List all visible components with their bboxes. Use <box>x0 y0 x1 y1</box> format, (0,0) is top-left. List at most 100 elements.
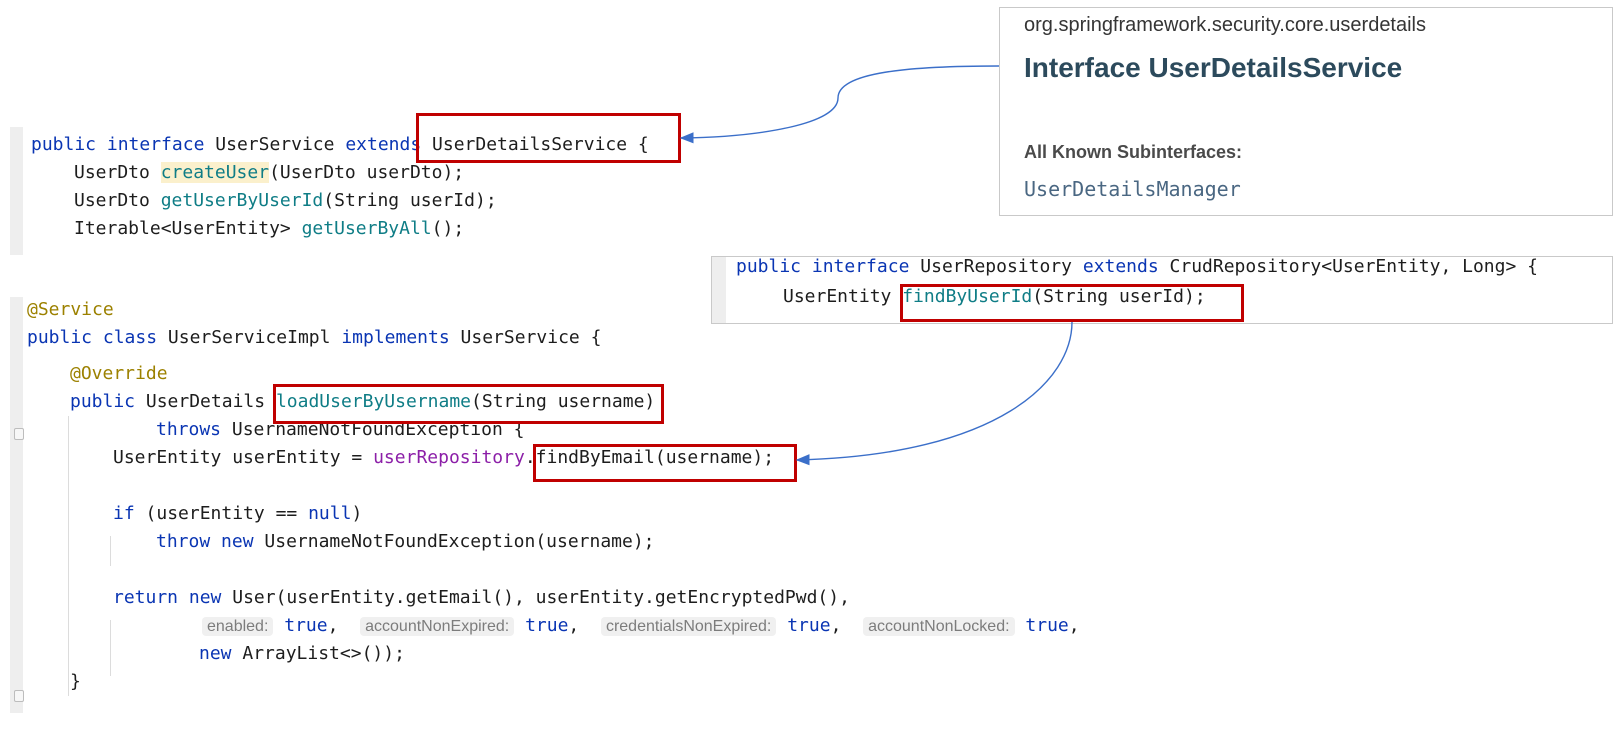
keyword: extends <box>1082 256 1159 277</box>
keyword: public <box>70 391 136 412</box>
boolean-literal: true <box>525 615 569 636</box>
service-impl-code: @Service public class UserServiceImpl im… <box>27 296 1080 692</box>
exception-type: UsernameNotFoundException { <box>231 419 525 440</box>
keyword: implements <box>341 327 450 348</box>
annotation: @Service <box>27 299 114 320</box>
arrow-to-findbyemail <box>795 321 1073 466</box>
code-text: , <box>830 615 842 636</box>
parent-interface[interactable]: CrudRepository<UserEntity, Long> { <box>1169 256 1538 277</box>
code-text: ) <box>351 503 363 524</box>
keyword: public <box>31 134 97 155</box>
highlight-box-loaduserbyusername <box>273 384 664 424</box>
return-type: UserEntity <box>783 286 892 307</box>
keyword: extends <box>345 134 422 155</box>
fold-marker-icon[interactable] <box>14 690 24 702</box>
code-line: public interface UserService extends Use… <box>31 131 649 159</box>
interface-name: UserService <box>215 134 335 155</box>
highlight-box-findbyemail <box>533 444 797 482</box>
boolean-literal: true <box>1025 615 1069 636</box>
fold-marker-icon[interactable] <box>14 428 24 440</box>
method-call[interactable]: findByEmail(username); <box>535 447 775 468</box>
interface-name: UserRepository <box>920 256 1072 277</box>
subinterface-link[interactable]: UserDetailsManager <box>1024 177 1241 201</box>
keyword: interface <box>811 256 910 277</box>
class-name: UserServiceImpl <box>167 327 331 348</box>
parent-interface[interactable]: UserDetailsService { <box>432 134 649 155</box>
code-text: (userEntity == <box>134 503 309 524</box>
keyword: if <box>113 503 135 524</box>
code-line: if (userEntity == null) <box>113 500 362 528</box>
method-params: (UserDto userDto); <box>269 162 465 183</box>
editor-gutter-top <box>10 127 23 255</box>
highlight-box-userdetailsservice <box>416 113 681 163</box>
return-type: UserDto <box>74 190 150 211</box>
code-line: public class UserServiceImpl implements … <box>27 324 601 352</box>
method-params: (); <box>431 218 465 239</box>
repository-code: public interface UserRepository extends … <box>736 253 1538 365</box>
field-reference[interactable]: userRepository <box>373 447 525 468</box>
code-line: @Override <box>70 360 168 388</box>
code-text: UserEntity userEntity = <box>113 447 374 468</box>
repository-panel: public interface UserRepository extends … <box>711 256 1613 324</box>
code-text: User(userEntity.getEmail(), userEntity.g… <box>232 587 850 608</box>
editor-gutter <box>712 257 726 323</box>
boolean-literal: true <box>787 615 831 636</box>
keyword: class <box>102 327 158 348</box>
code-text: UsernameNotFoundException(username); <box>264 531 655 552</box>
method-params: (String userId); <box>1032 286 1206 307</box>
code-line: public UserDetails loadUserByUsername(St… <box>70 388 655 416</box>
code-line: new ArrayList<>()); <box>199 640 405 668</box>
code-line: enabled: true, accountNonExpired: true, … <box>202 612 1080 641</box>
keyword: new <box>199 643 232 664</box>
keyword: null <box>308 503 352 524</box>
boolean-literal: true <box>284 615 328 636</box>
keyword: return <box>113 587 179 608</box>
code-text: ArrayList<>()); <box>242 643 405 664</box>
indent-guide <box>68 416 69 696</box>
method-name[interactable]: createUser <box>160 162 270 183</box>
keyword: interface <box>106 134 205 155</box>
method-name[interactable]: getUserByAll <box>301 218 432 239</box>
method-name[interactable]: findByUserId <box>902 286 1033 307</box>
method-params: (String username) <box>471 391 656 412</box>
package-name: org.springframework.security.core.userde… <box>1024 14 1427 36</box>
parameter-hint: credentialsNonExpired: <box>600 617 777 636</box>
return-type: UserDetails <box>145 391 266 412</box>
keyword: public <box>27 327 93 348</box>
code-line: throws UsernameNotFoundException { <box>156 416 524 444</box>
indent-guide <box>110 620 111 676</box>
return-type: Iterable<UserEntity> <box>74 218 291 239</box>
method-name[interactable]: getUserByUserId <box>160 190 324 211</box>
highlight-box-findbyuserid <box>900 284 1244 322</box>
javadoc-panel: org.springframework.security.core.userde… <box>999 7 1613 216</box>
parameter-hint: accountNonLocked: <box>863 617 1015 636</box>
code-text: , <box>568 615 580 636</box>
code-line: @Service <box>27 296 114 324</box>
indent-guide <box>110 536 111 566</box>
code-text: . <box>524 447 536 468</box>
annotation: @Override <box>70 363 168 384</box>
closing-brace: } <box>70 671 81 692</box>
code-line: UserEntity findByUserId(String userId); <box>783 283 1206 311</box>
return-type: UserDto <box>74 162 150 183</box>
code-line: } <box>70 668 81 696</box>
user-service-code: public interface UserService extends Use… <box>31 131 649 271</box>
method-name[interactable]: loadUserByUsername <box>275 391 472 412</box>
code-line: return new User(userEntity.getEmail(), u… <box>113 584 850 612</box>
parameter-hint: enabled: <box>202 617 274 636</box>
code-text: , <box>1068 615 1080 636</box>
code-line: Iterable<UserEntity> getUserByAll(); <box>74 215 464 243</box>
code-line: UserEntity userEntity = userRepository.f… <box>113 444 774 472</box>
code-line: UserDto getUserByUserId(String userId); <box>74 187 497 215</box>
parameter-hint: accountNonExpired: <box>360 617 515 636</box>
code-text: , <box>327 615 339 636</box>
keyword: throws <box>156 419 222 440</box>
keyword: throw <box>156 531 211 552</box>
doc-title: Interface UserDetailsService <box>1024 52 1403 83</box>
parent-interface[interactable]: UserService { <box>460 327 602 348</box>
code-line: UserDto createUser(UserDto userDto); <box>74 159 464 187</box>
subinterfaces-label: All Known Subinterfaces: <box>1024 142 1243 162</box>
keyword: public <box>736 256 802 277</box>
arrow-to-userdetailsservice <box>679 65 1000 144</box>
